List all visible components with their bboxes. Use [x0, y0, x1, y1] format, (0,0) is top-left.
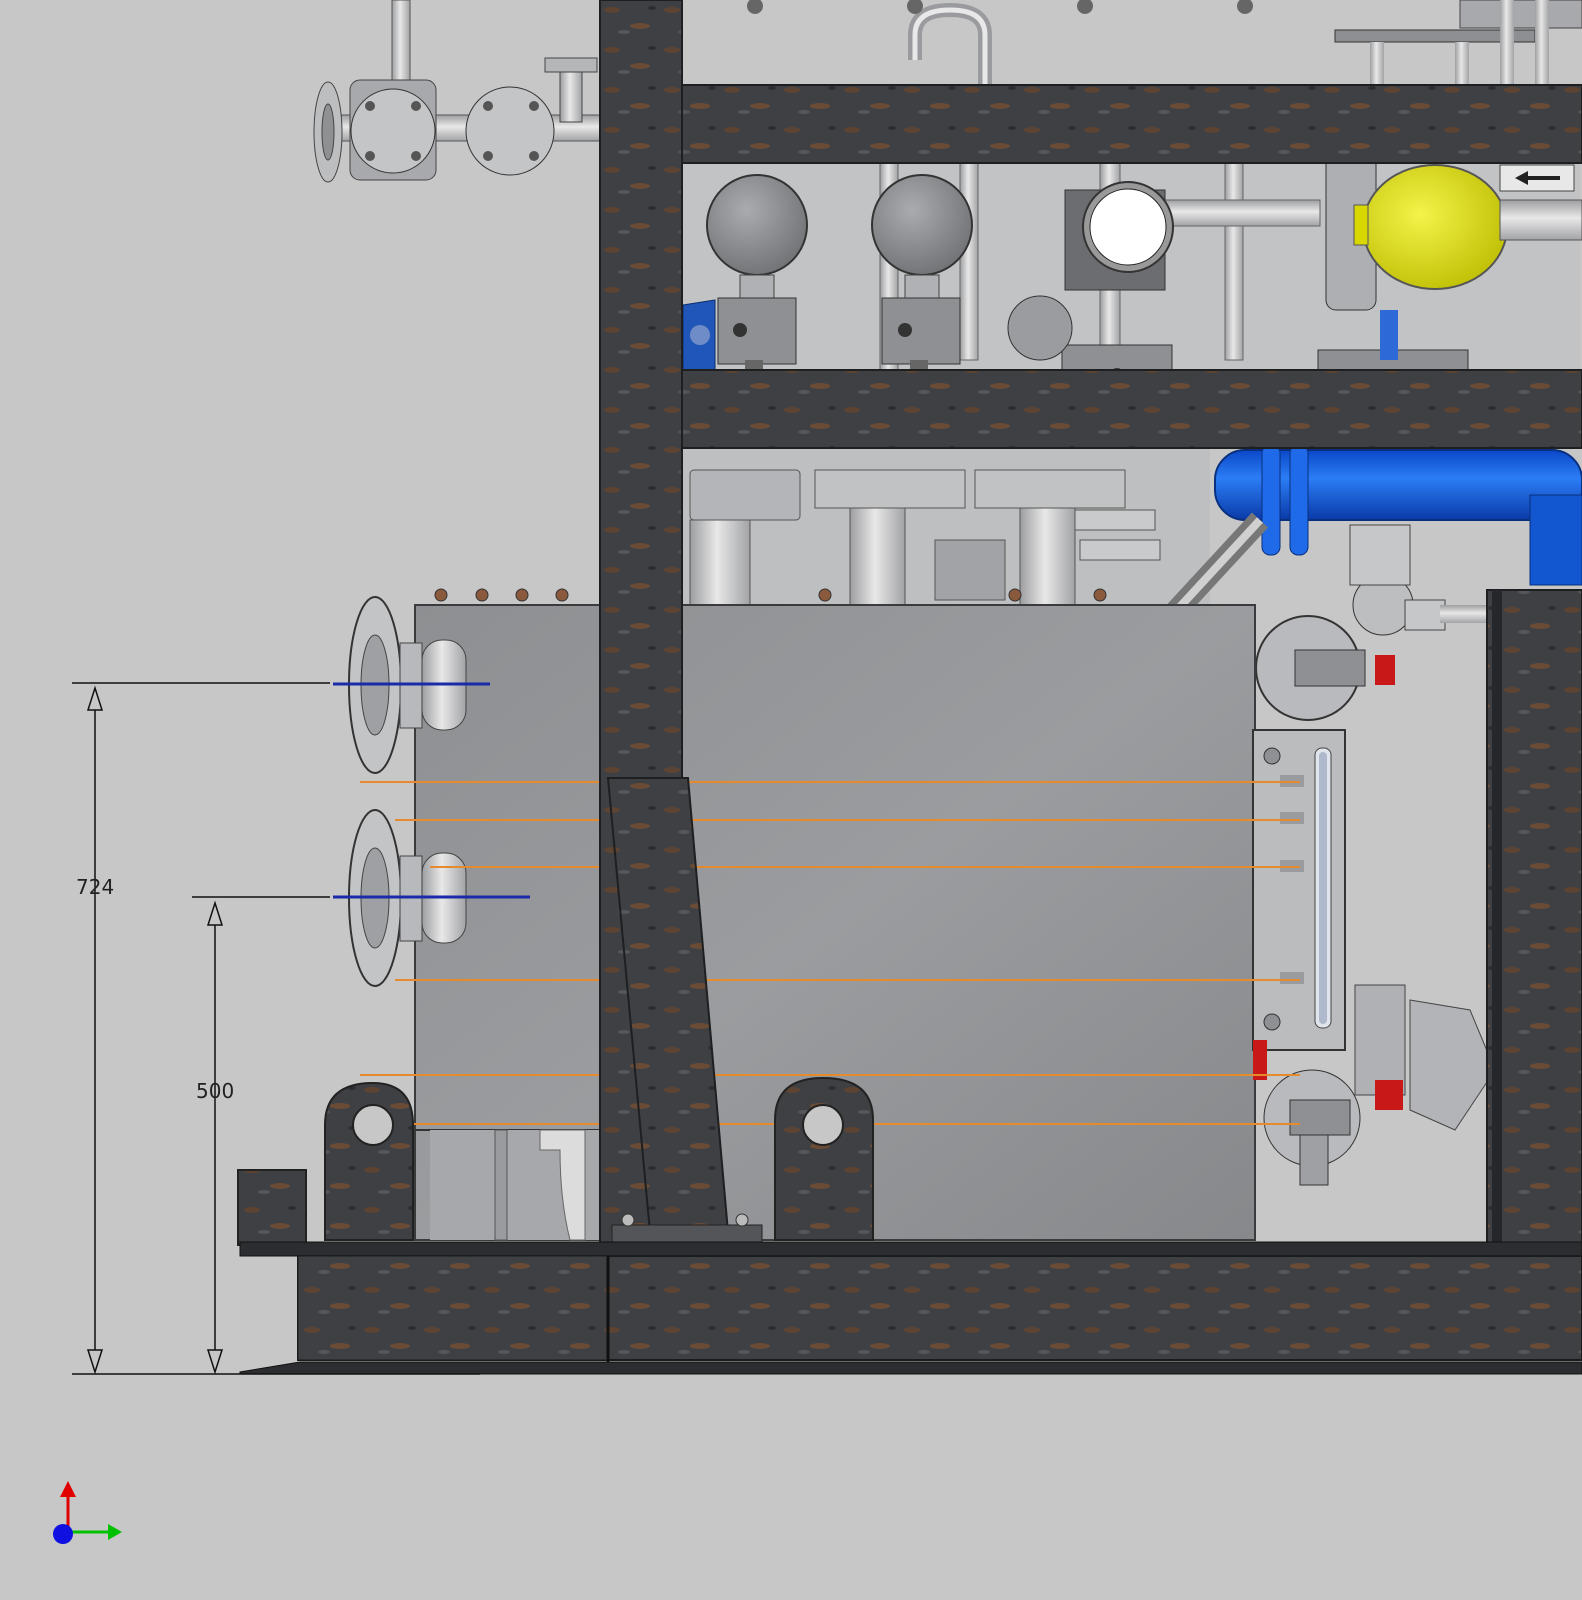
level-gauge[interactable] [1252, 729, 1346, 1080]
middle-pipework [680, 448, 1210, 611]
flow-direction-arrow-icon [1515, 171, 1560, 185]
nozzle-axis-lines [333, 682, 530, 899]
dimension-inlet-height[interactable] [192, 896, 330, 1375]
coordinate-axis-triad-icon [53, 1481, 122, 1544]
dimension-overall-height[interactable] [72, 682, 480, 1375]
top-left-valve-assembly[interactable] [313, 0, 601, 183]
right-side-fittings [1255, 524, 1496, 1186]
blue-valve-handle[interactable] [682, 299, 716, 371]
pressure-gauge-2[interactable] [871, 174, 973, 390]
lifting-lug-right[interactable] [774, 1076, 874, 1241]
lifting-lug-left[interactable] [324, 1081, 414, 1241]
level-lines [360, 781, 1300, 1125]
dimension-label-overall: 724 [76, 875, 114, 899]
tank-top-bolts [434, 588, 1107, 602]
corner-block [237, 1169, 307, 1246]
dimension-label-inlet: 500 [196, 1079, 234, 1103]
pressure-gauge-1[interactable] [706, 174, 808, 390]
base-skid [239, 1241, 1582, 1375]
steel-frame [599, 0, 1582, 1262]
